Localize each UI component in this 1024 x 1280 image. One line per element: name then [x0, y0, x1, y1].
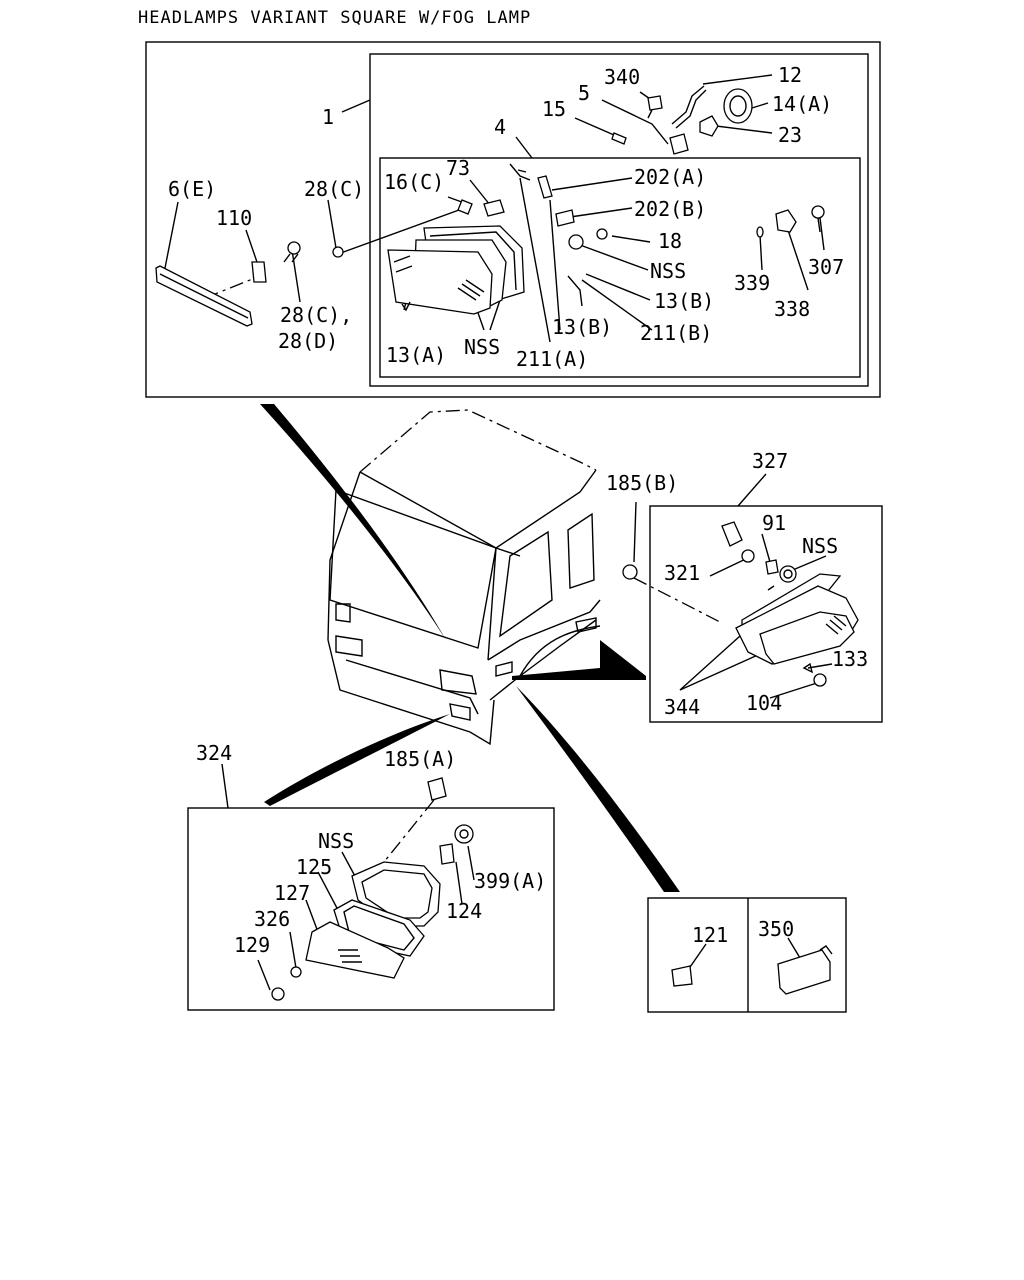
callout-13a: 13(A)	[386, 343, 446, 367]
callout-127: 127	[274, 881, 310, 905]
callout-202b: 202(B)	[634, 197, 706, 221]
callout-350: 350	[758, 917, 794, 941]
headlamp-panel: 1 4 5 15 340 12 14(A) 23 6(E) 110 28(C) …	[145, 41, 881, 398]
callout-104: 104	[746, 691, 782, 715]
callout-110: 110	[216, 206, 252, 230]
callout-nss-1: NSS	[650, 259, 686, 283]
callout-324: 324	[196, 741, 232, 765]
callout-125: 125	[296, 855, 332, 879]
callout-211b: 211(B)	[640, 321, 712, 345]
callout-16c: 16(C)	[384, 170, 444, 194]
callout-185a: 185(A)	[384, 747, 456, 771]
callout-124: 124	[446, 899, 482, 923]
callout-344: 344	[664, 695, 700, 719]
callout-23: 23	[778, 123, 802, 147]
callout-4: 4	[494, 115, 506, 139]
fog-lamp-panel: 324 185(A) NSS 125 127 326 129 124 399(A…	[187, 741, 555, 1011]
callout-1: 1	[322, 105, 334, 129]
callout-13b-2: 13(B)	[552, 315, 612, 339]
callout-211a: 211(A)	[516, 347, 588, 371]
callout-129: 129	[234, 933, 270, 957]
callout-340: 340	[604, 65, 640, 89]
callout-339: 339	[734, 271, 770, 295]
truck-cab	[260, 404, 680, 892]
callout-nss-4: NSS	[318, 829, 354, 853]
callout-18: 18	[658, 229, 682, 253]
side-marker-panel: 327 185(B) 91 NSS 321 133 344 104	[606, 449, 883, 723]
callout-73: 73	[446, 156, 470, 180]
callout-185b: 185(B)	[606, 471, 678, 495]
callout-307: 307	[808, 255, 844, 279]
callout-28c-top: 28(C)	[304, 177, 364, 201]
callout-338: 338	[774, 297, 810, 321]
diagram-title: HEADLAMPS VARIANT SQUARE W/FOG LAMP	[138, 8, 531, 28]
callout-28c: 28(C),	[280, 303, 352, 327]
callout-nss-3: NSS	[802, 534, 838, 558]
callout-321: 321	[664, 561, 700, 585]
callout-327: 327	[752, 449, 788, 473]
reflector-panel: 121 350	[647, 897, 847, 1013]
callout-326: 326	[254, 907, 290, 931]
callout-5: 5	[578, 81, 590, 105]
callout-14a: 14(A)	[772, 92, 832, 116]
callout-202a: 202(A)	[634, 165, 706, 189]
callout-6e: 6(E)	[168, 177, 216, 201]
callout-121: 121	[692, 923, 728, 947]
callout-15: 15	[542, 97, 566, 121]
callout-13b-1: 13(B)	[654, 289, 714, 313]
callout-133: 133	[832, 647, 868, 671]
callout-nss-2: NSS	[464, 335, 500, 359]
callout-28d: 28(D)	[278, 329, 338, 353]
callout-91: 91	[762, 511, 786, 535]
callout-12: 12	[778, 63, 802, 87]
callout-399a: 399(A)	[474, 869, 546, 893]
